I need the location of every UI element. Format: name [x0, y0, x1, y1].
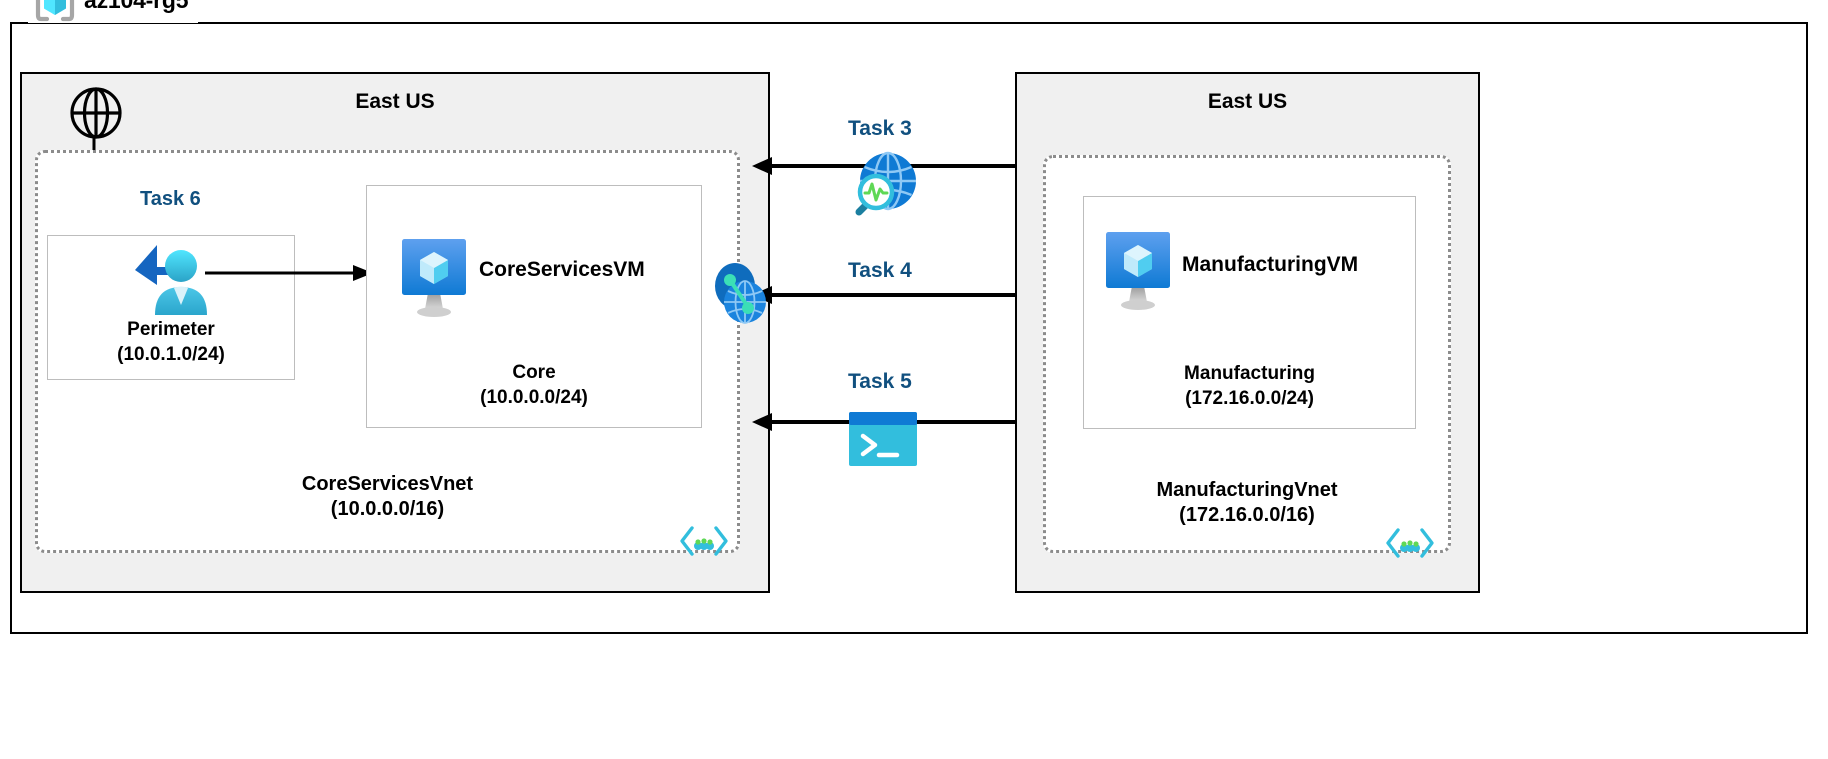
- vnet-peering-icon-left: [709, 258, 771, 330]
- vnet-coreservices-name: CoreServicesVnet: [301, 473, 474, 495]
- subnet-manufacturing-name: Manufacturing: [1184, 363, 1315, 384]
- subnet-manufacturing-cidr: (172.16.0.0/24): [1185, 387, 1314, 409]
- bastion-user-icon: [131, 241, 217, 317]
- vnet-manufacturing-name: ManufacturingVnet: [1156, 479, 1338, 501]
- cloud-shell-terminal-icon: [849, 412, 917, 466]
- task-label-6: Task 6: [140, 188, 201, 210]
- globe-icon: [68, 85, 124, 141]
- resource-group-name: az104-rg5: [84, 0, 189, 14]
- vnet-manufacturing-cidr: (172.16.0.0/16): [1179, 504, 1315, 526]
- subnet-perimeter-label: Perimeter (10.0.1.0/24): [47, 318, 295, 367]
- region-title-right: East US: [1207, 90, 1288, 113]
- subnet-core-name: Core: [512, 362, 556, 383]
- task-label-3: Task 3: [848, 117, 912, 140]
- virtual-machine-icon-manufacturing: [1104, 228, 1172, 312]
- network-watcher-icon: [843, 148, 921, 226]
- azure-resource-group-icon: [32, 0, 78, 23]
- task-label-5: Task 5: [848, 370, 912, 393]
- vnet-coreservices-cidr: (10.0.0.0/16): [330, 498, 445, 520]
- task-label-4: Task 4: [848, 259, 912, 282]
- vnet-coreservices-label: CoreServicesVnet (10.0.0.0/16): [35, 472, 740, 522]
- subnet-core-label: Core (10.0.0.0/24): [366, 361, 702, 410]
- arrow-perimeter-to-core: [205, 255, 377, 296]
- subnet-perimeter-cidr: (10.0.1.0/24): [117, 343, 225, 365]
- vnet-code-brackets-icon-right: [1384, 526, 1436, 560]
- vnet-code-brackets-icon: [678, 524, 730, 558]
- subnet-core-cidr: (10.0.0.0/24): [480, 386, 588, 408]
- subnet-manufacturing-label: Manufacturing (172.16.0.0/24): [1083, 362, 1416, 411]
- arrow-task4-bidirectional: [752, 281, 1042, 314]
- region-title-left: East US: [355, 90, 435, 113]
- resource-group-frame: [10, 22, 1808, 634]
- vm-name-manufacturingvm: ManufacturingVM: [1182, 253, 1359, 276]
- vnet-manufacturing-label: ManufacturingVnet (172.16.0.0/16): [1043, 478, 1451, 528]
- resource-group-header: az104-rg5: [28, 0, 199, 23]
- vm-name-coreservicesvm: CoreServicesVM: [479, 258, 645, 281]
- subnet-perimeter-name: Perimeter: [127, 319, 215, 340]
- subnet-core: [366, 185, 702, 428]
- virtual-machine-icon: [400, 235, 468, 319]
